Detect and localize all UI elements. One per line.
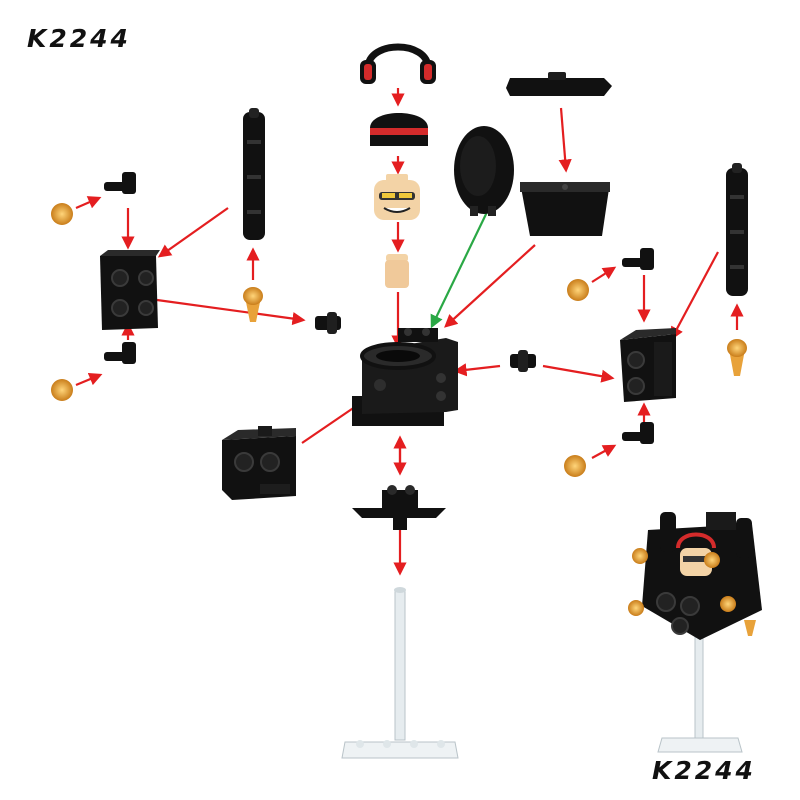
toilet-tank-part xyxy=(520,182,610,236)
bottom-speaker-part xyxy=(222,426,296,500)
minifig-head-part xyxy=(374,174,420,220)
tank-lid-part xyxy=(506,72,612,96)
arrow-seat-lid-to-toilet xyxy=(430,209,489,329)
right-top-clip-part xyxy=(622,248,654,270)
assembly-arrows xyxy=(75,88,744,576)
toilet-body-part xyxy=(352,328,458,426)
arrow-right-pin-to-speaker xyxy=(542,364,615,383)
arrow-right-bottom-flame xyxy=(591,444,617,459)
transparent-rod-part xyxy=(394,587,406,741)
center-left-pin-part xyxy=(315,312,341,334)
arrow-right-rocket-to-speaker xyxy=(670,251,719,341)
product-code-bottom: K2244 xyxy=(652,756,756,785)
helmet-part xyxy=(370,113,428,146)
arrow-left-bottom-flame xyxy=(75,372,103,387)
center-right-pin-part xyxy=(510,350,536,372)
arrow-left-rocket-to-speaker xyxy=(157,207,229,258)
left-bottom-clip-part xyxy=(104,342,136,364)
arrow-right-pin-to-toilet xyxy=(453,363,501,377)
right-rocket-flame-part xyxy=(727,339,747,376)
right-top-flame-part xyxy=(567,279,589,301)
arrow-lid-part-to-tank xyxy=(558,107,572,173)
product-code-top: K2244 xyxy=(27,24,131,53)
right-bottom-flame-part xyxy=(564,455,586,477)
neck-connector-part xyxy=(385,254,409,288)
arrow-left-top-flame xyxy=(75,196,102,210)
arrow-right-top-flame xyxy=(591,266,617,283)
right-speaker-part xyxy=(620,328,676,402)
arrow-left-speaker-to-pin xyxy=(156,298,306,326)
right-bottom-clip-part xyxy=(622,422,654,444)
seat-lid-part xyxy=(454,126,514,216)
transparent-base-part xyxy=(341,740,459,759)
right-rocket-part xyxy=(726,163,748,296)
left-rocket-flame-part xyxy=(243,287,263,322)
arrow-tank-to-toilet xyxy=(444,244,536,328)
stand-plate-part xyxy=(352,485,446,530)
headphones-part xyxy=(360,43,436,84)
left-top-clip-part xyxy=(104,172,136,194)
left-top-flame-part xyxy=(51,203,73,225)
left-speaker-part xyxy=(100,250,160,330)
assembled-model xyxy=(628,512,762,753)
left-bottom-flame-part xyxy=(51,379,73,401)
left-rocket-part xyxy=(243,108,265,240)
